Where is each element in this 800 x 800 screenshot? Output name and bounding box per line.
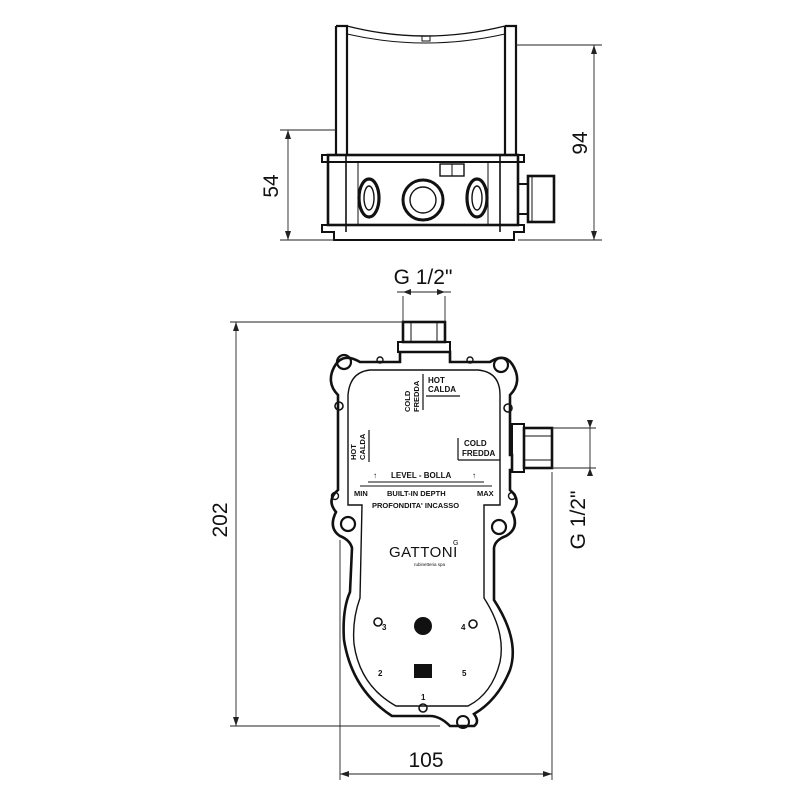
- top-box-flange: [321, 224, 525, 241]
- top-side-inlet: [526, 174, 556, 224]
- mount-hole-top-right: [492, 356, 510, 374]
- svg-text:CALDA: CALDA: [358, 433, 367, 460]
- front-view: HOT CALDA COLD FREDDA HOT CALDA COLD FRE…: [209, 266, 596, 780]
- label-min: MIN: [354, 489, 368, 498]
- outlet-5-label: 5: [462, 669, 467, 678]
- top-center-port: [401, 178, 445, 222]
- label-cold-fredda-rotated: COLD FREDDA: [403, 380, 421, 412]
- top-box-body: [326, 153, 520, 227]
- dim-202-label: 202: [209, 502, 232, 537]
- top-box-rim: [321, 154, 525, 163]
- cap-top: [346, 25, 506, 37]
- dim-thread-side-label: G 1/2": [567, 491, 590, 550]
- center-marking-icon: [414, 664, 432, 678]
- top-left-port: [357, 177, 381, 219]
- svg-text:COLD: COLD: [403, 390, 412, 412]
- outlet-1-label: 1: [421, 693, 426, 702]
- svg-text:CALDA: CALDA: [428, 385, 456, 394]
- label-max: MAX: [477, 489, 494, 498]
- svg-text:FREDDA: FREDDA: [412, 380, 421, 412]
- dim-105-label: 105: [408, 749, 443, 772]
- front-body-outline: [329, 350, 519, 728]
- dim-54-label: 54: [260, 174, 283, 198]
- outlet-2-label: 2: [378, 669, 383, 678]
- label-hot-calda-rotated: HOT CALDA: [349, 433, 367, 460]
- side-inlet-pipe: [522, 426, 554, 470]
- label-cold-fredda-side: COLD FREDDA: [457, 438, 500, 461]
- brand-mark: G: [453, 540, 458, 547]
- mount-hole-mid-right: [490, 518, 508, 536]
- outlet-3-icon: [373, 617, 383, 627]
- outlet-4-label: 4: [461, 623, 466, 632]
- level-up-arrow-right: ↑: [472, 471, 476, 480]
- top-right-port: [465, 177, 489, 219]
- label-profondita-incasso: PROFONDITA' INCASSO: [372, 501, 459, 510]
- top-view: 94 54: [260, 24, 602, 241]
- brand-name: GATTONI: [389, 544, 458, 561]
- svg-text:FREDDA: FREDDA: [462, 449, 496, 458]
- mount-hole-bottom: [456, 715, 470, 729]
- level-up-arrow-left: ↑: [373, 471, 377, 480]
- dim-94-label: 94: [569, 131, 592, 155]
- brand-tagline: rubinetteria spa: [414, 562, 446, 567]
- dim-thread-top-label: G 1/2": [394, 266, 453, 289]
- label-hot-calda-top: HOT CALDA: [426, 376, 460, 397]
- label-level-bolla: LEVEL - BOLLA: [391, 471, 452, 480]
- cap-left-wall: [334, 24, 349, 155]
- top-inlet-pipe: [401, 320, 447, 344]
- svg-text:HOT: HOT: [428, 376, 445, 385]
- svg-text:HOT: HOT: [349, 444, 358, 460]
- mount-hole-top-left: [335, 353, 353, 371]
- label-built-in-depth: BUILT-IN DEPTH: [387, 489, 446, 498]
- outlet-1-icon: [418, 703, 428, 713]
- svg-text:COLD: COLD: [464, 439, 487, 448]
- cap-right-wall: [503, 24, 518, 155]
- center-outlet-icon: [414, 617, 432, 635]
- mount-hole-mid-left: [339, 515, 357, 533]
- outlet-4-icon: [468, 619, 478, 629]
- outlet-3-label: 3: [382, 623, 387, 632]
